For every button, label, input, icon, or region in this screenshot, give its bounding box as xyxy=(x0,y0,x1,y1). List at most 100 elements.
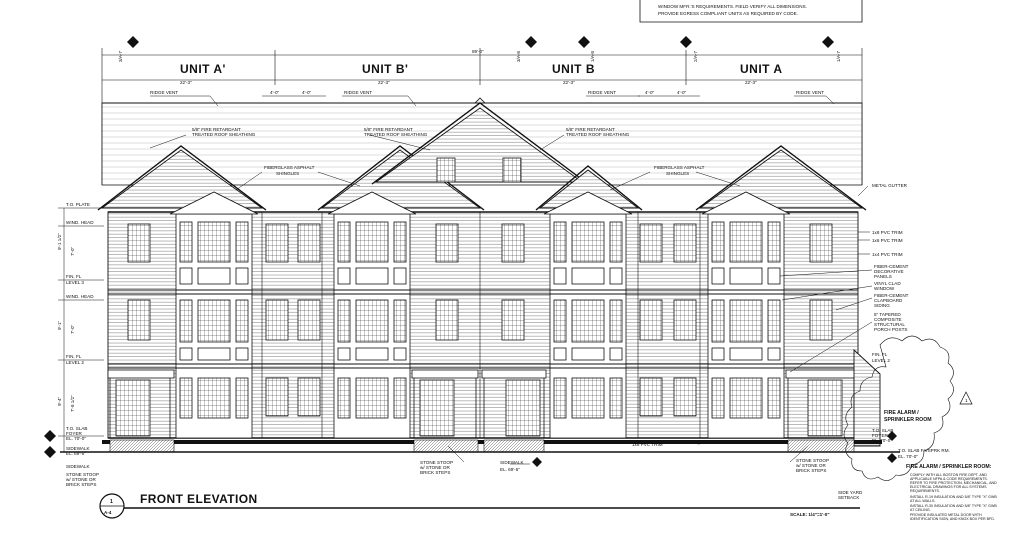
notes-line-1: WINDOW MFR.'S REQUIREMENTS. FIELD VERIFY… xyxy=(658,4,807,9)
level-fin-fl-2b: LEVEL 2 xyxy=(66,360,84,365)
callout-sheathing-c1: 5/8" FIRE RETARDANT xyxy=(566,127,615,132)
vert-dim-1: 9'-1 1/2" xyxy=(57,233,62,250)
callout-posts-2: COMPOSITE xyxy=(874,317,902,322)
unit-label-a-prime: UNIT A' xyxy=(180,62,226,76)
drawing-number: 1 xyxy=(110,499,113,505)
vert-dim-6: 7'-8 1/2" xyxy=(70,395,75,412)
general-notes-box: WINDOW MFR.'S REQUIREMENTS. FIELD VERIFY… xyxy=(639,0,863,23)
callout-panels-2: DECORATIVE xyxy=(874,269,904,274)
vert-dim-3: 9'-1" xyxy=(57,320,62,330)
party-wall-lines xyxy=(261,212,701,438)
callout-shingles-b2: SHINGLES xyxy=(666,171,689,176)
unit-width-2: 22'-3" xyxy=(378,80,390,85)
callout-sheathing-b2: TREATED ROOF SHEATHING xyxy=(364,132,428,137)
level-fin-fl-2a: FIN. FL xyxy=(66,354,82,359)
notes-line-2: PROVIDE EGRESS COMPLIANT UNITS AS REQUIR… xyxy=(658,11,798,16)
vert-dim-5: 9'-4" xyxy=(57,396,62,406)
drawing-text: 3/A-8 xyxy=(516,51,521,62)
callout-trim-2: 1x6 PVC TRIM xyxy=(872,238,903,243)
callout-stoop-mid-1: STONE STOOP xyxy=(420,460,453,465)
callout-siding-1: FIBER-CEMENT xyxy=(874,293,909,298)
callout-stoop-right-3: BRICK STEPS xyxy=(796,468,826,473)
fire-alarm-label-2: SPRINKLER ROOM xyxy=(884,417,932,423)
level-markers-left xyxy=(58,207,104,452)
fire-room-notes: FIRE ALARM / SPRINKLER ROOM: COMPLY WITH… xyxy=(906,464,997,521)
callout-shingles-a1: FIBERGLASS ASPHALT xyxy=(264,165,315,170)
level-slab-2: FOYER xyxy=(66,431,83,436)
callout-ridge-vent-4: RIDGE VENT xyxy=(796,90,824,95)
drawing-text: APPLICABLE NFPA & CODE REQUIREMENTS. xyxy=(910,477,988,481)
drawing-text: 1/A-8 xyxy=(590,51,595,62)
vert-dim-4: 7'-0" xyxy=(70,324,75,334)
dormer-dim-a: 4'-0" xyxy=(270,90,280,95)
level-wind-head-2: WIND. HEAD xyxy=(66,294,94,299)
unit-label-a: UNIT A xyxy=(740,62,783,76)
level-right-slab-3: EL. 70'-0" xyxy=(872,438,892,443)
callout-stoop-right-1: STONE STOOP xyxy=(796,458,829,463)
drawing-text: INSTALL R-30 INSULATION AND 5/8" TYPE "X… xyxy=(910,504,997,508)
fire-alarm-label-1: FIRE ALARM / xyxy=(884,410,919,416)
callout-posts-4: PORCH POSTS xyxy=(874,327,907,332)
grid-marker-5: 1/A-7 xyxy=(822,36,841,62)
callout-sheathing-c2: TREATED ROOF SHEATHING xyxy=(566,132,630,137)
drawing-text: 1/A-7 xyxy=(836,51,841,62)
level-slab-3: EL. 70'-0" xyxy=(66,436,86,441)
callout-shingles-a2: SHINGLES xyxy=(276,171,299,176)
fire-room-notes-title: FIRE ALARM / SPRINKLER ROOM: xyxy=(906,464,992,470)
callout-sidewalk: SIDEWALK xyxy=(500,460,525,465)
callout-siding-2: CLAPBOARD xyxy=(874,298,903,303)
drawing-text: IDENTIFICATION SIGN, AND KNOX BOX PER BF… xyxy=(910,517,995,521)
callout-side-yard-1: SIDE YARD xyxy=(838,490,863,495)
level-right-slab-2: FOYER xyxy=(872,433,889,438)
drawing-text: BRICK STEPS xyxy=(66,482,96,487)
callout-ridge-vent-2: RIDGE VENT xyxy=(344,90,372,95)
revision-cloud: 1 xyxy=(843,335,973,481)
callout-siding-3: SIDING xyxy=(874,303,890,308)
drawing-text: w/ STONE OR xyxy=(66,477,96,482)
callout-stoop-mid-3: BRICK STEPS xyxy=(420,470,450,475)
dormer-dim-b: 4'-0" xyxy=(645,90,655,95)
grid-marker-1: 3/A-7 xyxy=(118,36,139,62)
level-fin-fl-3b: LEVEL 3 xyxy=(66,280,84,285)
drawing-text: SIDEWALK xyxy=(66,464,91,469)
callout-trim-bottom: 1x8 PVC TRIM xyxy=(632,442,663,447)
entry-doors xyxy=(107,369,857,438)
dimension-lines xyxy=(101,48,863,185)
vert-dim-2: 7'-0" xyxy=(70,246,75,256)
level-sidewalk-2: EL. 69'-5" xyxy=(66,451,86,456)
unit-labels: UNIT A' UNIT B' UNIT B UNIT A 22'-3" 22'… xyxy=(180,62,783,85)
callout-ridge-vent-3: RIDGE VENT xyxy=(588,90,616,95)
drawing-text: INSTALL R-19 INSULATION AND 5/8" TYPE "X… xyxy=(910,495,997,499)
level-fin-fl-3a: FIN. FL xyxy=(66,274,82,279)
unit-label-b-prime: UNIT B' xyxy=(362,62,408,76)
callout-sheathing-a1: 5/8" FIRE RETARDANT xyxy=(192,127,241,132)
level-right-fin-1: FIN. FL xyxy=(872,352,888,357)
dormer-dim-a2: 4'-0" xyxy=(302,90,312,95)
callout-stoop-mid-2: w/ STONE OR xyxy=(420,465,450,470)
unit-width-3: 22'-3" xyxy=(563,80,575,85)
ground-line xyxy=(60,439,900,453)
overall-dimension: 89'-0" xyxy=(472,49,484,54)
callout-sheathing-a2: TREATED ROOF SHEATHING xyxy=(192,132,256,137)
left-stoop-note: SIDEWALK STONE STOOP w/ STONE OR BRICK S… xyxy=(66,464,99,487)
callout-shingles-b1: FIBERGLASS ASPHALT xyxy=(654,165,705,170)
grid-markers: 3/A-7 3/A-8 1/A-8 2/A-7 1/A-7 xyxy=(118,36,841,62)
drawing-text: 3/A-7 xyxy=(118,51,123,62)
drawing-sheet: A-4 xyxy=(104,510,112,515)
dormer-dim-b2: 4'-0" xyxy=(677,90,687,95)
callout-metal-gutter: METAL GUTTER xyxy=(872,183,908,188)
drawing-scale: SCALE: 1/4"=1'-0" xyxy=(790,512,830,517)
callout-side-yard-2: SETBACK xyxy=(838,495,860,500)
callout-window-1: VINYL CLAD xyxy=(874,281,901,286)
callout-sheathing-b1: 5/8" FIRE RETARDANT xyxy=(364,127,413,132)
callout-posts-3: STRUCTURAL xyxy=(874,322,905,327)
callout-stoop-right-2: w/ STONE OR xyxy=(796,463,826,468)
callout-ridge-vent-1: RIDGE VENT xyxy=(150,90,178,95)
callout-sidewalk-el: EL. 69'-5" xyxy=(500,467,520,472)
drawing-title-block: 1 A-4 FRONT ELEVATION SCALE: 1/4"=1'-0" xyxy=(99,492,860,519)
grid-marker-4: 2/A-7 xyxy=(680,36,698,62)
level-to-plate: T.O. PLATE xyxy=(66,202,90,207)
grid-marker-2: 3/A-8 xyxy=(516,36,537,62)
level-wind-head: WIND. HEAD xyxy=(66,220,94,225)
